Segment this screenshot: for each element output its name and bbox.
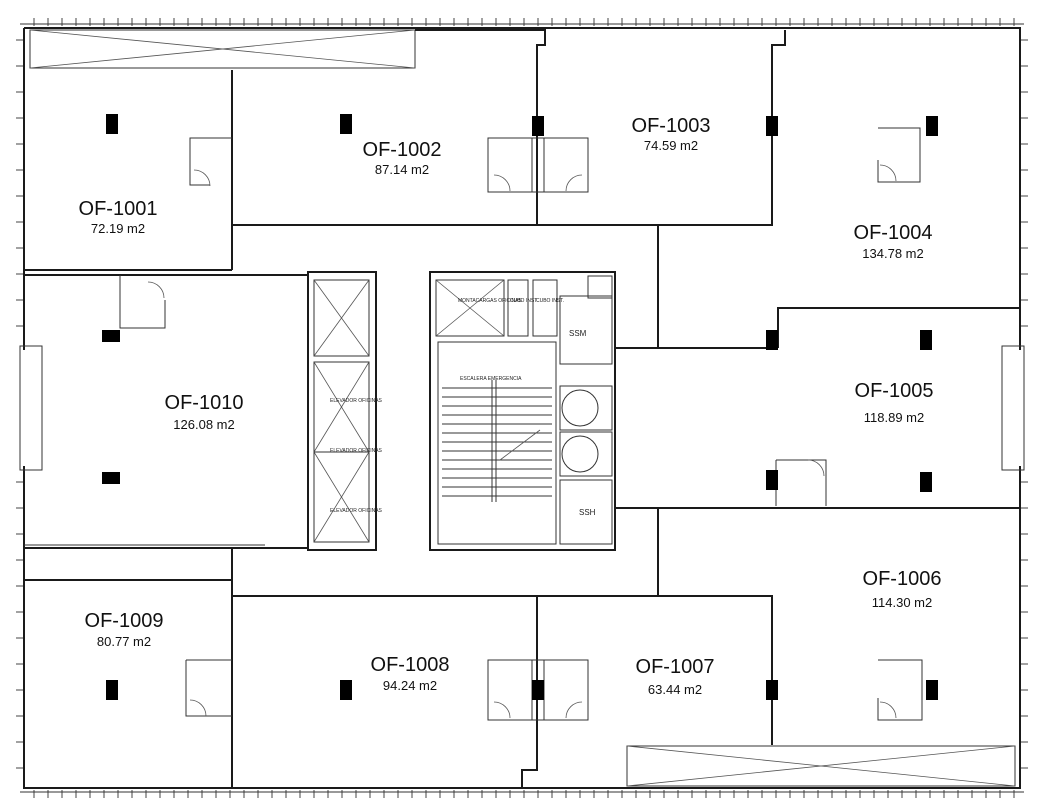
shaft-label-1: CUBO INST. (510, 298, 538, 304)
office-name-1003: OF-1003 (632, 115, 711, 137)
office-area-1001: 72.19 m2 (91, 221, 145, 236)
elevator-label-2: ELEVADOR OFICINAS (330, 448, 383, 454)
stair-core (429, 271, 616, 551)
column-marker (340, 680, 352, 700)
office-area-1004: 134.78 m2 (862, 246, 923, 261)
office-name-1008: OF-1008 (371, 654, 450, 676)
column-marker (766, 680, 778, 700)
column-marker (920, 472, 932, 492)
elevator-label-3: ELEVADOR OFICINAS (330, 508, 383, 514)
office-area-1008: 94.24 m2 (383, 678, 437, 693)
column-marker (766, 330, 778, 350)
ssh-label: SSH (579, 508, 596, 517)
office-area-1009: 80.77 m2 (97, 634, 151, 649)
office-name-1010: OF-1010 (165, 392, 244, 414)
column-marker (102, 472, 120, 484)
office-area-1007: 63.44 m2 (648, 682, 702, 697)
office-name-1002: OF-1002 (363, 139, 442, 161)
office-area-1010: 126.08 m2 (173, 417, 234, 432)
office-name-1004: OF-1004 (854, 222, 933, 244)
elevator-label-1: ELEVADOR OFICINAS (330, 398, 383, 404)
office-area-1006: 114.30 m2 (872, 595, 932, 610)
column-marker (106, 680, 118, 700)
office-name-1009: OF-1009 (85, 610, 164, 632)
column-marker (340, 114, 352, 134)
void-bottom (626, 745, 1016, 787)
stair-label: ESCALERA EMERGENCIA (460, 376, 522, 382)
column-marker (766, 470, 778, 490)
column-marker (926, 116, 938, 136)
closets-and-doors (119, 127, 923, 721)
office-name-1006: OF-1006 (863, 568, 942, 590)
column-marker (106, 114, 118, 134)
office-name-1007: OF-1007 (636, 656, 715, 678)
freight-elevator-label: MONTACARGAS OFICINAS (458, 298, 522, 304)
office-labels: OF-1001 72.19 m2 OF-1002 87.14 m2 OF-100… (79, 115, 942, 697)
elevator-core (307, 271, 377, 551)
office-area-1003: 74.59 m2 (644, 138, 698, 153)
column-marker (102, 330, 120, 342)
office-name-1005: OF-1005 (855, 380, 934, 402)
office-name-1001: OF-1001 (79, 198, 158, 220)
void-top (29, 29, 416, 69)
structural-columns (102, 114, 938, 700)
ssm-label: SSM (569, 329, 587, 338)
column-marker (532, 116, 544, 136)
partition-walls (24, 29, 1020, 788)
column-marker (766, 116, 778, 136)
column-marker (926, 680, 938, 700)
column-marker (920, 330, 932, 350)
office-area-1002: 87.14 m2 (375, 162, 429, 177)
perimeter-ticks (16, 18, 1028, 798)
office-area-1005: 118.89 m2 (864, 410, 924, 425)
shaft-label-2: CUBO INST. (536, 298, 564, 304)
column-marker (532, 680, 544, 700)
